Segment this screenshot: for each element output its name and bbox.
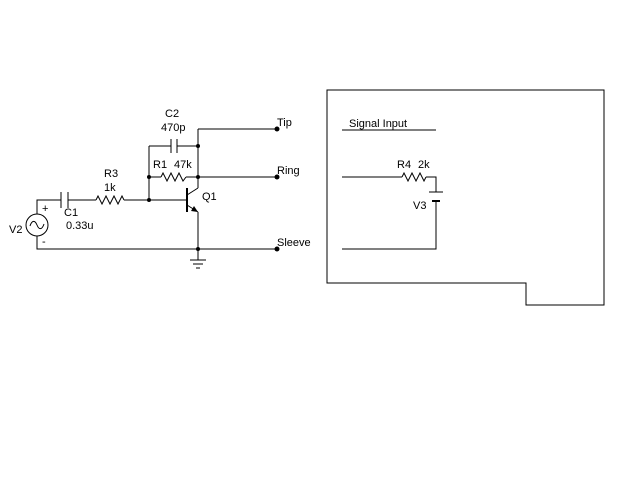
r4-label: R4 <box>397 159 411 171</box>
r3-value: 1k <box>104 182 116 194</box>
tip-label: Tip <box>277 117 292 129</box>
c1-capacitor-symbol <box>60 192 69 208</box>
v3-label: V3 <box>413 200 426 212</box>
r4-resistor-symbol <box>401 171 427 183</box>
ring-label: Ring <box>277 165 300 177</box>
subcircuit-box <box>326 89 605 306</box>
c2-label: C2 <box>165 108 179 120</box>
sleeve-label: Sleeve <box>277 237 311 249</box>
v2-label: V2 <box>9 224 22 236</box>
c1-value: 0.33u <box>66 220 94 232</box>
ground-icon <box>190 259 206 269</box>
junctions <box>147 144 200 251</box>
c2-capacitor-symbol <box>170 139 178 153</box>
q1-label: Q1 <box>202 191 217 203</box>
v3-battery-symbol <box>429 191 443 210</box>
tip-terminal <box>274 126 280 132</box>
c2-value: 470p <box>161 122 185 134</box>
v2-minus-sign: - <box>42 236 46 248</box>
c1-label: C1 <box>64 207 78 219</box>
q1-transistor-symbol <box>186 187 199 213</box>
r1-label: R1 <box>153 159 167 171</box>
ring-terminal <box>274 174 280 180</box>
v2-source-symbol <box>25 213 49 237</box>
v2-plus-sign: + <box>42 203 48 215</box>
r1-value: 47k <box>174 159 192 171</box>
wires <box>36 128 276 260</box>
r3-label: R3 <box>104 168 118 180</box>
sleeve-terminal <box>274 246 280 252</box>
subcircuit-wires <box>342 176 437 250</box>
r3-resistor-symbol <box>95 194 125 206</box>
subcircuit-title: Signal Input <box>349 118 407 130</box>
r1-resistor-symbol <box>160 171 187 183</box>
r4-value: 2k <box>418 159 430 171</box>
